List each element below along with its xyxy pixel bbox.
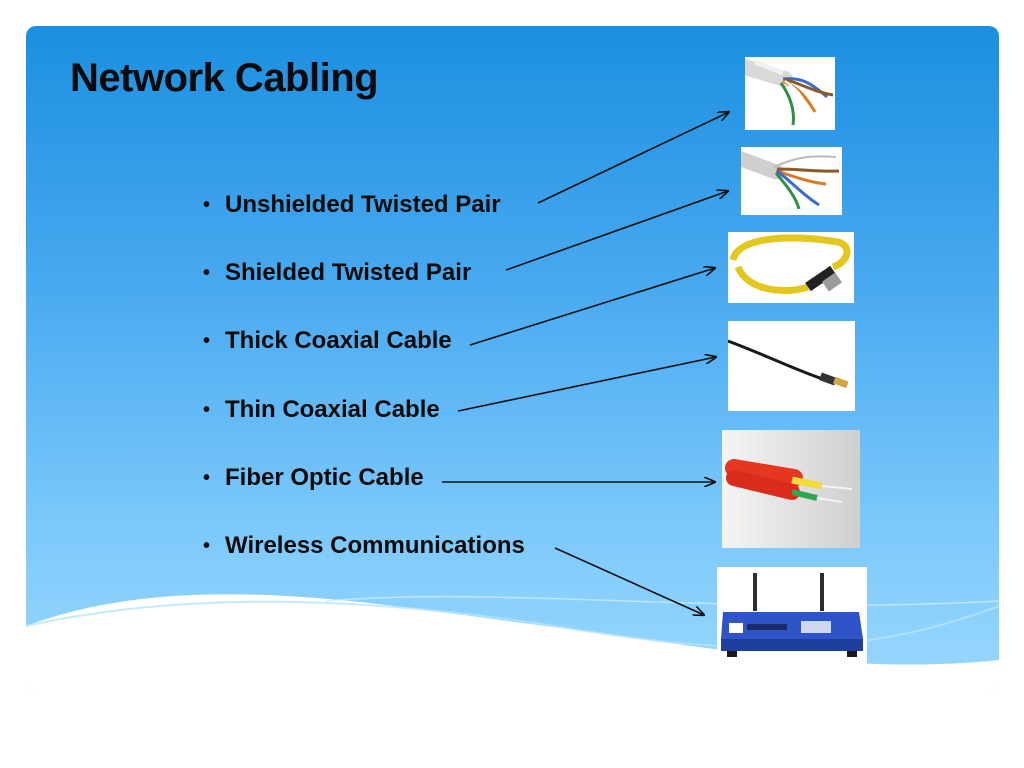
bullet-icon: • [203, 398, 211, 421]
wireless-router-image [717, 567, 867, 679]
bullet-icon: • [203, 330, 211, 353]
bullet-label: Thick Coaxial Cable [225, 327, 452, 355]
bullet-icon: • [203, 534, 211, 557]
bullet-icon: • [203, 262, 211, 285]
list-item: • Thin Coaxial Cable [203, 393, 525, 461]
bullet-icon: • [203, 466, 211, 489]
bullet-icon: • [203, 194, 211, 216]
arrow-utp [537, 112, 729, 204]
bullet-label: Fiber Optic Cable [225, 463, 424, 491]
bullet-label: Wireless Communications [225, 531, 525, 559]
arrow-wireless [554, 547, 704, 615]
list-item: • Fiber Optic Cable [203, 461, 525, 529]
thick-coax-image [728, 232, 854, 303]
bullet-label: Shielded Twisted Pair [225, 259, 472, 287]
utp-cable-image [745, 57, 835, 130]
slide-title: Network Cabling [70, 56, 379, 100]
thin-coax-image [728, 321, 855, 411]
list-item: • Unshielded Twisted Pair [203, 188, 525, 256]
bullet-label: Thin Coaxial Cable [225, 395, 440, 423]
arrow-thin-coax [457, 357, 716, 412]
stp-cable-image [741, 147, 842, 215]
arrow-stp [505, 191, 728, 271]
list-item: • Thick Coaxial Cable [203, 324, 525, 392]
list-item: • Wireless Communications [203, 529, 525, 597]
arrow-thick-coax [469, 268, 715, 346]
fiber-optic-image [722, 430, 860, 548]
bullet-label: Unshielded Twisted Pair [225, 191, 501, 218]
list-item: • Shielded Twisted Pair [203, 256, 525, 324]
bullet-list: • Unshielded Twisted Pair • Shielded Twist… [203, 188, 525, 597]
